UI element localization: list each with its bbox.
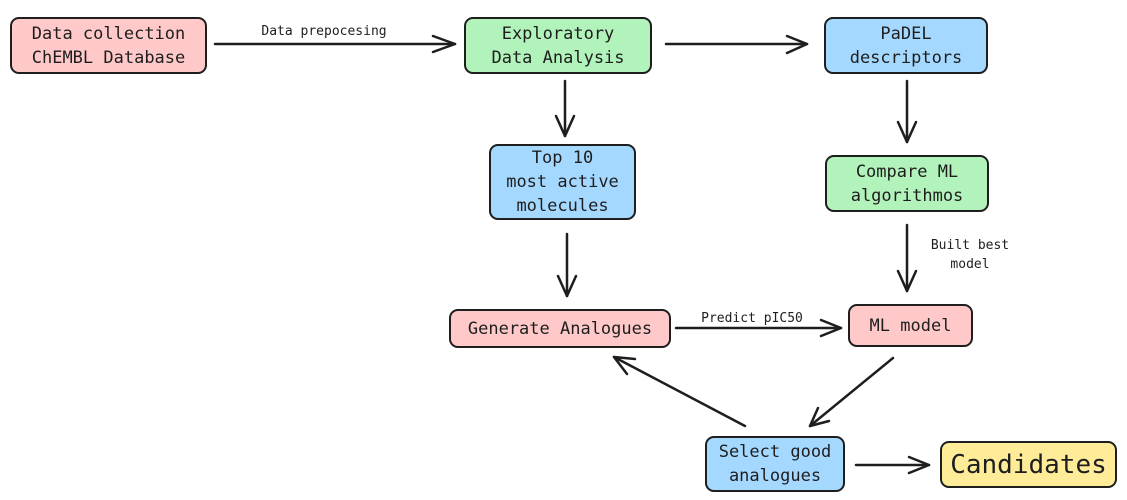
edge-label-predict-pic50: Predict pIC50 <box>701 311 803 326</box>
arrow-data-collection-to-eda <box>213 34 457 54</box>
node-compare-ml: Compare ML algorithmos <box>825 155 989 212</box>
node-ml-model: ML model <box>848 304 973 347</box>
edge-label-data-prepocesing: Data prepocesing <box>261 24 387 39</box>
arrow-eda-to-padel <box>664 34 809 55</box>
node-exploratory-data-analysis: Exploratory Data Analysis <box>464 17 652 74</box>
arrow-select-good-to-generate <box>612 355 747 428</box>
arrow-top10-to-generate <box>556 232 578 298</box>
arrow-generate-to-ml-model <box>674 318 843 338</box>
arrow-select-good-to-candidates <box>854 455 931 475</box>
arrow-ml-model-to-select-good <box>808 356 895 428</box>
arrow-compare-ml-to-ml-model <box>896 223 918 293</box>
node-candidates: Candidates <box>940 441 1117 488</box>
node-top-10-molecules: Top 10 most active molecules <box>489 144 636 220</box>
arrow-eda-to-top10 <box>554 79 576 138</box>
node-data-collection: Data collection ChEMBL Database <box>10 17 207 74</box>
edge-label-built-best-model: Built best model <box>930 238 1010 272</box>
node-padel-descriptors: PaDEL descriptors <box>824 17 988 74</box>
arrow-padel-to-compare-ml <box>896 79 918 144</box>
node-select-good-analogues: Select good analogues <box>705 436 845 492</box>
node-generate-analogues: Generate Analogues <box>449 309 671 348</box>
